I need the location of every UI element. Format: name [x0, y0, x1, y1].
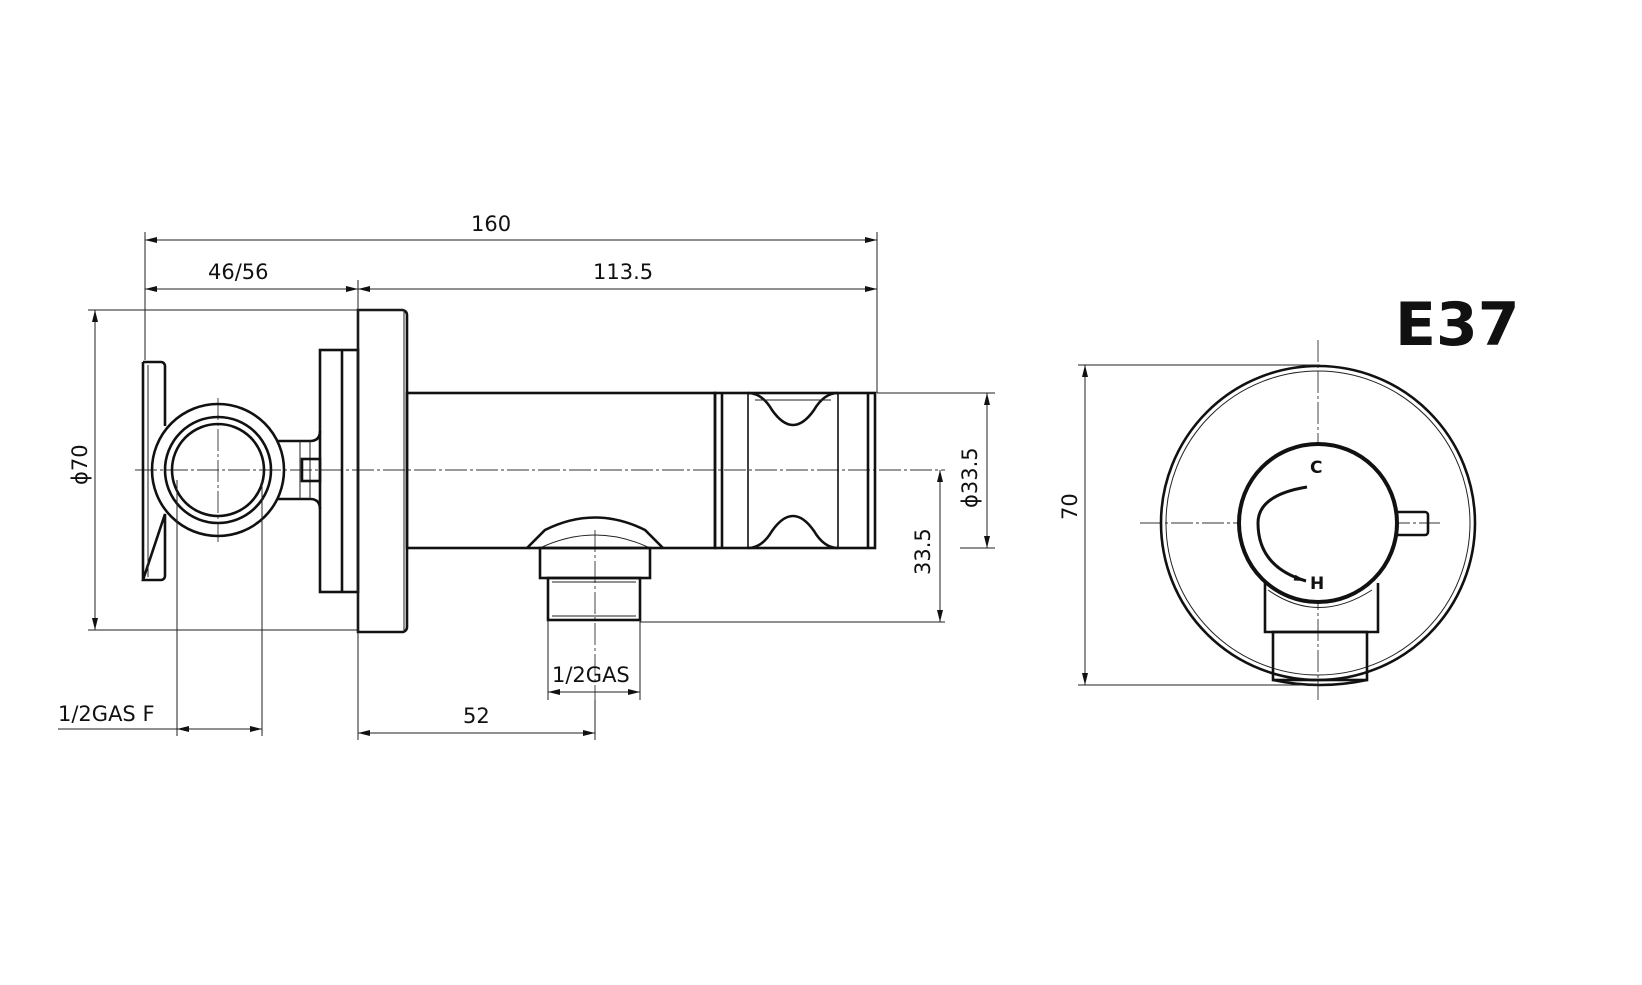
handle-lever	[141, 360, 167, 582]
knob-ring	[1237, 442, 1399, 604]
cover-plate	[318, 348, 360, 594]
handle-ring-outer	[150, 402, 286, 538]
dim-handle-depth: 46/56	[208, 260, 269, 284]
temperature-arrow-icon	[1256, 485, 1308, 583]
outlet-boss	[526, 516, 664, 549]
knob	[713, 391, 877, 550]
wall-flange	[356, 308, 409, 634]
dim-outlet-thread: 1/2GAS	[552, 663, 630, 687]
front-view: 160 46/56 113.5 ϕ70 ϕ33.5 33.5 1/2GAS 1/…	[58, 212, 995, 740]
outlet-thread	[546, 576, 642, 622]
lever-stub	[1393, 510, 1430, 537]
dim-flange-diameter: ϕ70	[68, 444, 92, 485]
valve-body	[405, 391, 717, 550]
label-cold: C	[1310, 458, 1322, 478]
dim-overall-length: 160	[471, 212, 511, 236]
dim-side-height: 70	[1058, 493, 1082, 520]
dim-outlet-offset: 52	[463, 704, 490, 728]
dim-inlet-thread: 1/2GAS F	[58, 702, 155, 726]
model-code: E37	[1395, 290, 1519, 360]
label-hot: H	[1310, 574, 1324, 594]
dim-body-diameter: ϕ33.5	[958, 447, 982, 508]
dim-body-length: 113.5	[593, 260, 653, 284]
handle-ring-inner	[170, 422, 266, 518]
side-view: C H 70	[1058, 340, 1477, 700]
handle-ring-mid	[163, 415, 273, 525]
dim-outlet-height: 33.5	[911, 528, 935, 575]
